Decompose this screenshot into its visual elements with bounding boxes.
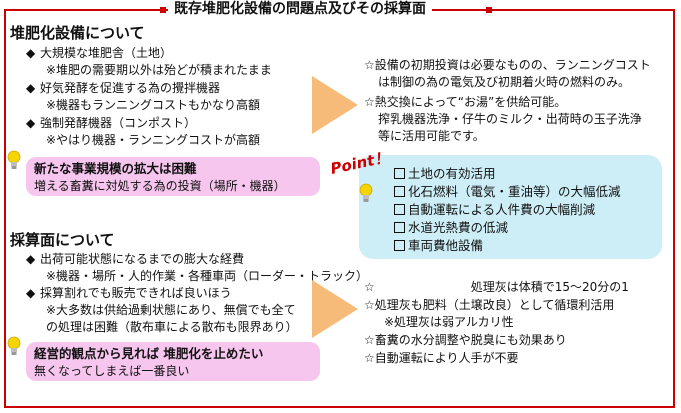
profit-item: ◆ 採算割れでも販売できれば良いほう bbox=[26, 286, 232, 300]
checkbox-icon bbox=[394, 240, 405, 251]
merit-line: 搾乳機器洗浄・仔牛のミルク・出荷時の玉子洗浄 bbox=[378, 112, 642, 126]
facility-tip-title: 新たな事業規模の拡大は困難 bbox=[34, 161, 197, 176]
arrow-right-icon bbox=[312, 76, 358, 134]
merit-line: は制御の為の電気及び初期着火時の燃料のみ。 bbox=[378, 75, 631, 89]
point-item: 水道光熱費の低減 bbox=[394, 217, 508, 236]
facility-tip-box: 新たな事業規模の拡大は困難 増える畜糞に対処する為の投資（場所・機器） bbox=[26, 157, 320, 196]
point-item: 土地の有効活用 bbox=[394, 163, 496, 182]
facility-heading: 堆肥化設備について bbox=[10, 24, 145, 42]
title-deco-left bbox=[160, 7, 166, 13]
facility-item-text: 大規模な堆肥舎（土地） bbox=[40, 46, 173, 60]
profit-item-text: 出荷可能状態になるまでの膨大な経費 bbox=[40, 252, 245, 266]
facility-item-text: 好気発酵を促進する為の攪拌機器 bbox=[40, 81, 221, 95]
lightbulb-icon bbox=[7, 150, 21, 169]
profit-item: ◆ 出荷可能状態になるまでの膨大な経費 bbox=[26, 252, 244, 266]
result-line: ※処理灰は弱アルカリ性 bbox=[384, 315, 514, 329]
point-item: 自動運転による人件費の大幅削減 bbox=[394, 199, 595, 218]
profit-tip-title: 経営的観点から見れば 堆肥化を止めたい bbox=[34, 346, 264, 361]
diamond-bullet-icon: ◆ bbox=[26, 81, 36, 95]
profit-note: の処理は困難（散布車による散布も限界あり） bbox=[46, 320, 298, 334]
facility-item: ◆ 強制発酵機器（コンポスト） bbox=[26, 116, 196, 130]
point-item: 車両費他設備 bbox=[394, 235, 483, 254]
result-line: ☆自動運転により人手が不要 bbox=[364, 351, 519, 365]
result-line: ☆畜糞の水分調整や脱臭にも効果あり bbox=[364, 333, 567, 347]
result-line: ☆ 処理灰は体積で15～20分の1 bbox=[364, 280, 629, 294]
diamond-bullet-icon: ◆ bbox=[26, 252, 36, 266]
arrow-right-icon bbox=[312, 280, 358, 338]
facility-note: ※機器もランニングコストもかなり高額 bbox=[46, 98, 261, 112]
facility-item: ◆ 好気発酵を促進する為の攪拌機器 bbox=[26, 81, 220, 95]
title-deco-right bbox=[486, 7, 492, 13]
point-item: 化石燃料（電気・重油等）の大幅低減 bbox=[394, 181, 621, 200]
page-title: 既存堆肥化設備の問題点及びその採算面 bbox=[168, 0, 432, 19]
lightbulb-icon bbox=[7, 336, 21, 355]
checkbox-icon bbox=[394, 186, 405, 197]
profit-item-text: 採算割れでも販売できれば良いほう bbox=[40, 286, 232, 300]
diamond-bullet-icon: ◆ bbox=[26, 46, 36, 60]
checkbox-icon bbox=[394, 222, 405, 233]
point-box bbox=[359, 155, 662, 259]
profit-note: ※機器・場所・人的作業・各種車両（ローダー・トラック） bbox=[46, 269, 369, 283]
profit-tip-text: 無くなってしまえば一番良い bbox=[34, 364, 190, 378]
merit-line: ☆設備の初期投資は必要なものの、ランニングコスト bbox=[364, 58, 651, 72]
profit-tip-box: 経営的観点から見れば 堆肥化を止めたい 無くなってしまえば一番良い bbox=[26, 342, 320, 381]
diamond-bullet-icon: ◆ bbox=[26, 116, 36, 130]
facility-item-text: 強制発酵機器（コンポスト） bbox=[40, 116, 197, 130]
checkbox-icon bbox=[394, 204, 405, 215]
facility-note: ※堆肥の需要期以外は殆どが積まれたまま bbox=[46, 63, 272, 77]
result-line: ☆処理灰も肥料（土壌改良）として循環利活用 bbox=[364, 298, 615, 312]
checkbox-icon bbox=[394, 168, 405, 179]
facility-note: ※やはり機器・ランニングコストが高額 bbox=[46, 133, 261, 147]
profit-note: ※大多数は供給過剰状態にあり、無償でも全て bbox=[46, 303, 296, 317]
merit-line: 等に活用可能です。 bbox=[378, 129, 485, 143]
profit-heading: 採算面について bbox=[10, 231, 115, 249]
facility-tip-text: 増える畜糞に対処する為の投資（場所・機器） bbox=[34, 179, 286, 193]
facility-item: ◆ 大規模な堆肥舎（土地） bbox=[26, 46, 172, 60]
lightbulb-icon bbox=[359, 183, 373, 202]
diamond-bullet-icon: ◆ bbox=[26, 286, 36, 300]
merit-line: ☆熱交換によって“お湯”を供給可能。 bbox=[364, 95, 567, 109]
